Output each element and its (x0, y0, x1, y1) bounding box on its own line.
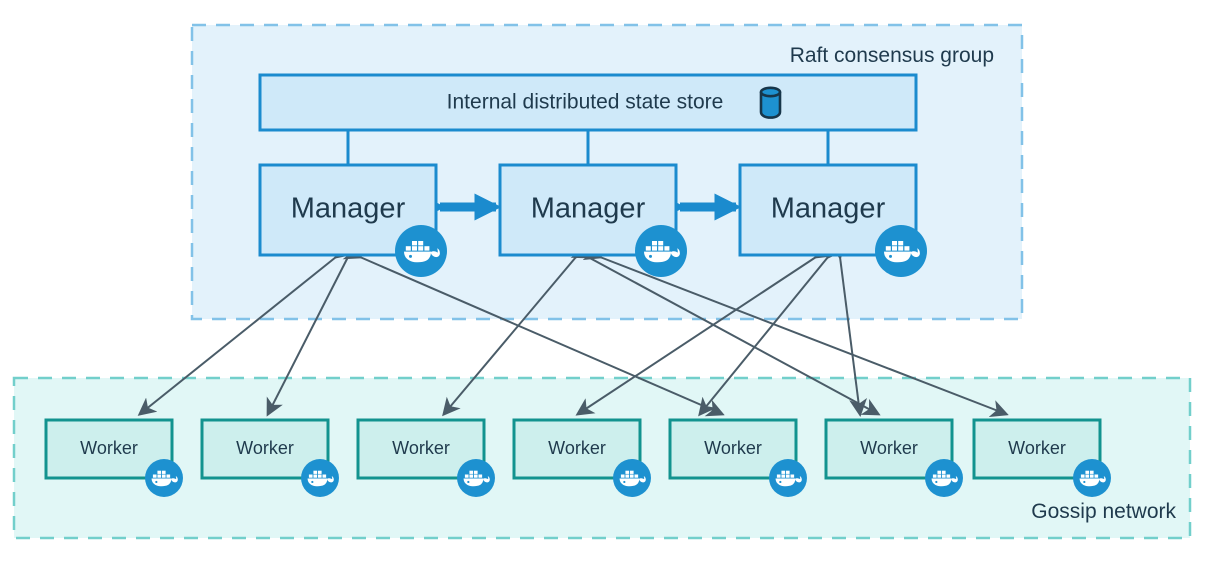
database-cylinder-icon (759, 86, 782, 119)
state-store-label: Internal distributed state store (447, 91, 724, 114)
docker-whale-icon (925, 459, 963, 497)
worker-node-5[interactable]: Worker (668, 418, 807, 497)
worker-node-3[interactable]: Worker (356, 418, 495, 497)
worker-label: Worker (860, 438, 918, 458)
link-manager3-worker5 (698, 239, 845, 417)
state-store-box[interactable] (258, 73, 918, 132)
manager-label: Manager (771, 193, 886, 225)
docker-whale-icon (395, 225, 447, 277)
docker-whale-icon (875, 225, 927, 277)
manager-node-3[interactable]: Manager (738, 163, 927, 277)
link-manager3-worker6 (829, 240, 868, 417)
docker-whale-icon (635, 225, 687, 277)
link-manager1-worker2 (266, 239, 363, 417)
store-connector-group (346, 128, 830, 166)
worker-label: Worker (80, 438, 138, 458)
manager-worker-link-group (137, 239, 1009, 417)
worker-node-4[interactable]: Worker (512, 418, 651, 497)
worker-node-2[interactable]: Worker (200, 418, 339, 497)
internal-state-store-node[interactable]: Internal distributed state store (258, 73, 918, 132)
manager-label: Manager (531, 193, 646, 225)
worker-label: Worker (704, 438, 762, 458)
manager-node-2[interactable]: Manager (498, 163, 687, 277)
worker-label: Worker (392, 438, 450, 458)
link-manager2-worker3 (442, 239, 593, 417)
manager-node-1[interactable]: Manager (258, 163, 447, 277)
docker-whale-icon (301, 459, 339, 497)
worker-label: Worker (548, 438, 606, 458)
worker-label: Worker (1008, 438, 1066, 458)
docker-whale-icon (769, 459, 807, 497)
raft-group-label: Raft consensus group (790, 44, 994, 67)
worker-box[interactable] (200, 418, 330, 480)
worker-label: Worker (236, 438, 294, 458)
docker-whale-icon (613, 459, 651, 497)
worker-node-7[interactable]: Worker (972, 418, 1111, 497)
docker-whale-icon (1073, 459, 1111, 497)
docker-whale-icon (457, 459, 495, 497)
manager-label: Manager (291, 193, 406, 225)
docker-whale-icon (145, 459, 183, 497)
worker-node-6[interactable]: Worker (824, 418, 963, 497)
gossip-group-label: Gossip network (1031, 500, 1176, 523)
worker-node-1[interactable]: Worker (44, 418, 183, 497)
